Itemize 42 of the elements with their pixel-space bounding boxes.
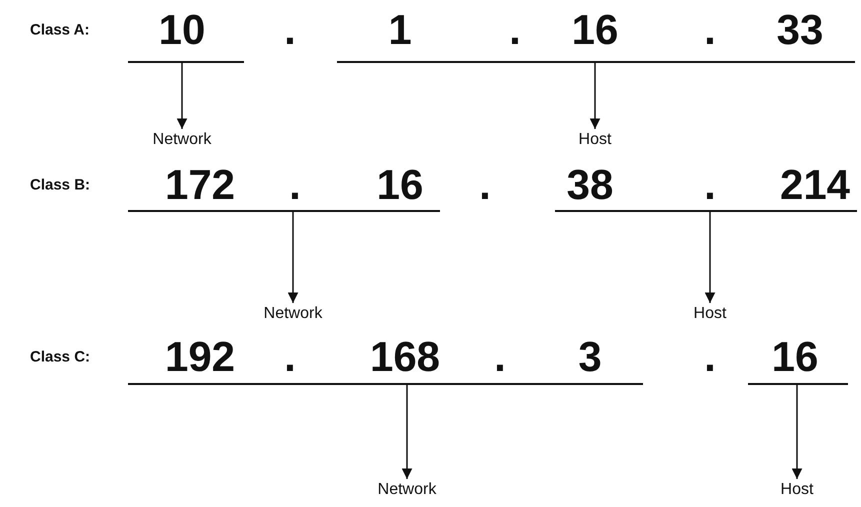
dot-separator: .	[479, 164, 491, 206]
class-label: Class B:	[30, 178, 90, 192]
octet-number: 10	[158, 9, 206, 51]
bracket-line	[555, 210, 857, 212]
dot-separator: .	[284, 9, 296, 51]
field-label: Network	[152, 132, 212, 148]
octet-number: 33	[776, 9, 824, 51]
field-label: Host	[694, 306, 726, 322]
octet-number: 16	[772, 336, 818, 378]
field-label: Network	[264, 306, 322, 322]
octet-number: 1	[388, 9, 412, 51]
arrow	[288, 212, 298, 303]
bracket-line	[337, 61, 855, 63]
class-label: Class A:	[30, 22, 90, 38]
dot-separator: .	[509, 9, 521, 51]
octet-number: 214	[780, 164, 850, 206]
arrow	[402, 385, 412, 479]
arrow	[590, 63, 600, 129]
bracket-line	[748, 383, 848, 385]
field-label: Network	[378, 482, 436, 498]
dot-separator: .	[289, 164, 301, 206]
octet-number: 16	[572, 9, 618, 51]
octet-number: 192	[164, 336, 236, 378]
arrow	[792, 385, 802, 479]
dot-separator: .	[284, 336, 296, 378]
bracket-line	[128, 61, 244, 63]
bracket-line	[128, 383, 643, 385]
dot-separator: .	[704, 336, 716, 378]
octet-number: 172	[164, 164, 236, 206]
octet-number: 168	[370, 336, 440, 378]
octet-number: 16	[376, 164, 424, 206]
dot-separator: .	[494, 336, 506, 378]
arrow	[176, 63, 188, 129]
field-label: Host	[780, 482, 814, 498]
class-label: Class C:	[30, 350, 90, 364]
octet-number: 38	[566, 164, 614, 206]
octet-number: 3	[578, 336, 602, 378]
arrow	[704, 212, 716, 303]
dot-separator: .	[704, 9, 716, 51]
field-label: Host	[578, 132, 612, 148]
bracket-line	[128, 210, 440, 212]
dot-separator: .	[704, 164, 716, 206]
